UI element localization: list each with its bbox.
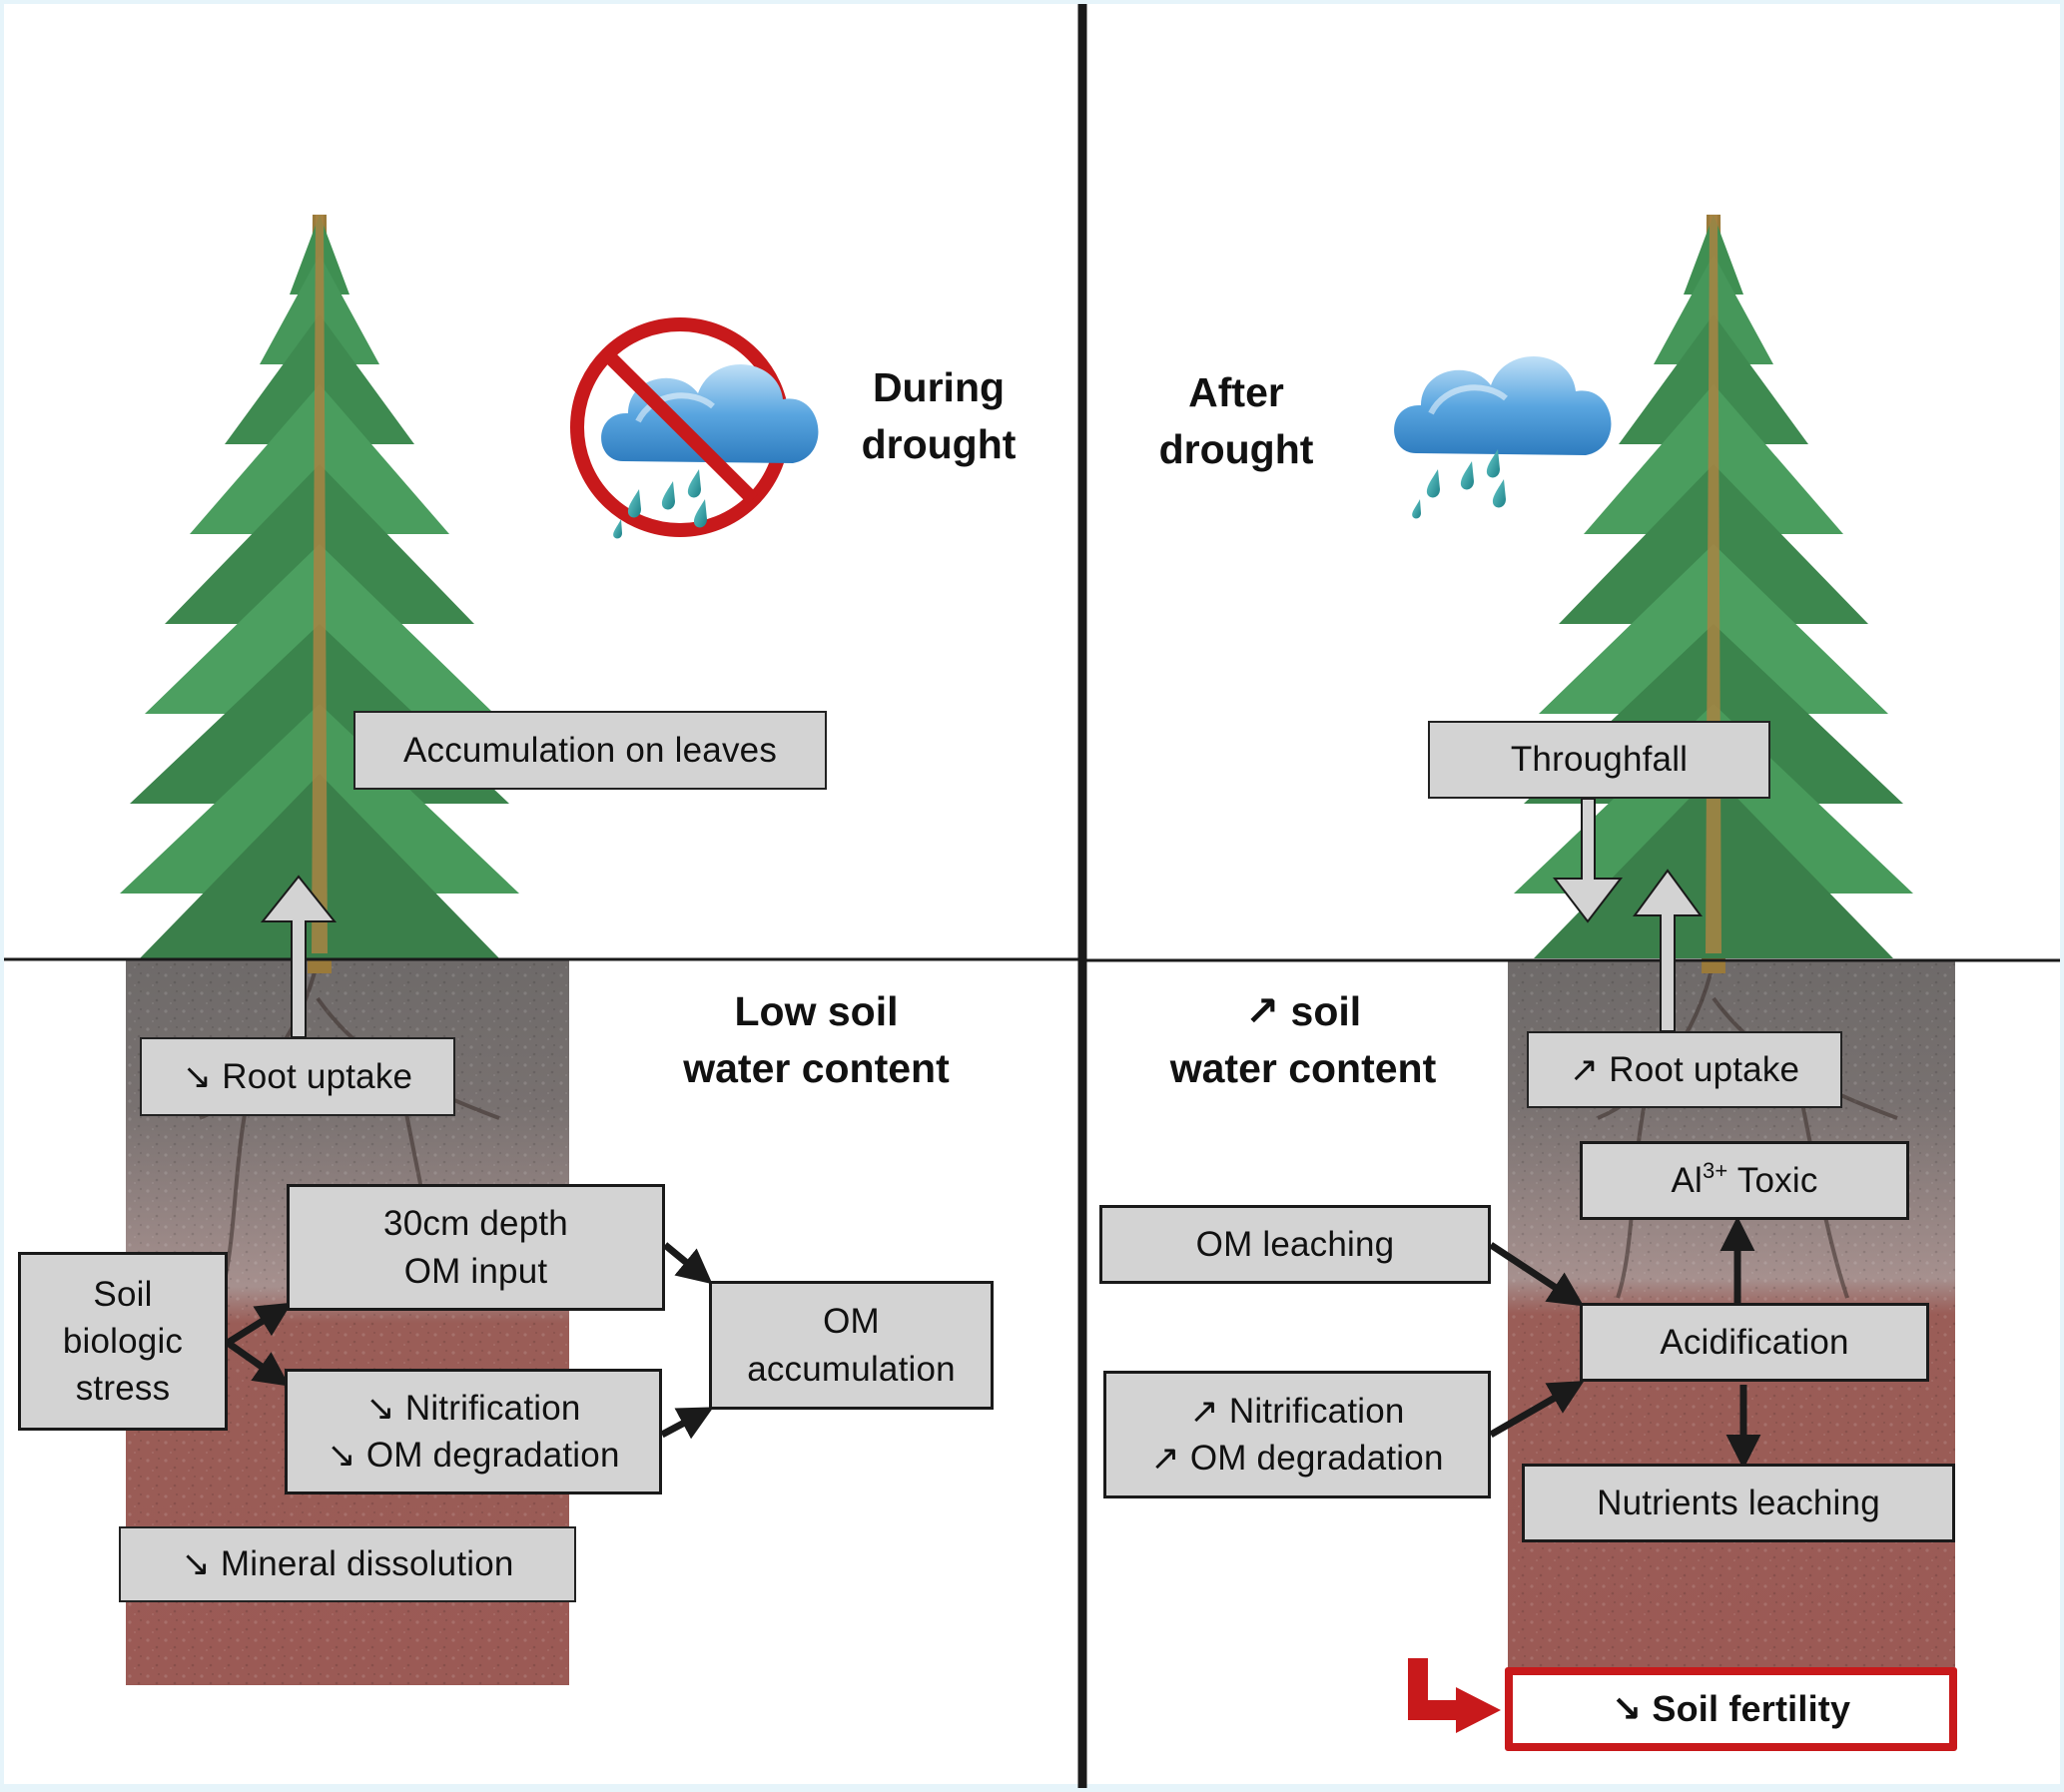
depth-line1: 30cm depth (383, 1204, 568, 1244)
increased-soil-water-title: ↗ soil water content (1138, 983, 1468, 1098)
root-uptake-left-label: ↘ Root uptake (182, 1056, 413, 1096)
acidification-box: Acidification (1580, 1303, 1929, 1382)
arrow-stress-to-depth (226, 1302, 293, 1346)
arrow-om-leaching-to-acidification (1489, 1242, 1585, 1307)
om-input-30cm-box: 30cm depth OM input (287, 1184, 665, 1311)
inc-soil-line1: ↗ soil (1244, 988, 1362, 1034)
stress-line3: stress (75, 1369, 171, 1409)
soil-fertility-box: ↘ Soil fertility (1505, 1667, 1957, 1751)
root-uptake-right-label: ↗ Root uptake (1569, 1049, 1800, 1089)
during-title-line1: During (872, 364, 1006, 410)
stress-line2: biologic (62, 1321, 184, 1361)
red-elbow-arrow (1408, 1658, 1501, 1733)
root-uptake-increase-box: ↗ Root uptake (1527, 1031, 1842, 1108)
low-soil-water-title: Low soil water content (649, 983, 984, 1098)
during-drought-title: During drought (839, 359, 1038, 474)
left-tree-illustration (120, 215, 519, 973)
arrow-nitrification-to-om-accumulation (660, 1407, 714, 1440)
nitrif-left-line1: ↘ Nitrification (365, 1388, 581, 1428)
om-acc-line2: accumulation (747, 1349, 956, 1389)
arrow-depth-to-om-accumulation (662, 1242, 713, 1285)
nitrification-increase-box: ↗ Nitrification ↗ OM degradation (1103, 1371, 1491, 1498)
al-toxic-label: Al3+ Toxic (1671, 1156, 1817, 1204)
throughfall-down-arrow (1552, 798, 1624, 923)
during-title-line2: drought (861, 421, 1017, 468)
nitrif-left-line2: ↘ OM degradation (327, 1436, 620, 1475)
inc-soil-line2: water content (1169, 1045, 1437, 1092)
stress-line1: Soil (93, 1274, 153, 1314)
soil-fertility-label: ↘ Soil fertility (1611, 1687, 1851, 1729)
soil-biologic-stress-box: Soil biologic stress (18, 1252, 228, 1431)
nutrients-leaching-box: Nutrients leaching (1522, 1464, 1955, 1542)
nitrification-decrease-box: ↘ Nitrification ↘ OM degradation (285, 1369, 662, 1494)
al-suffix: Toxic (1727, 1161, 1818, 1201)
om-acc-line1: OM (823, 1302, 880, 1342)
accumulation-on-leaves-box: Accumulation on leaves (353, 711, 827, 790)
mineral-label: ↘ Mineral dissolution (181, 1544, 514, 1584)
no-rain-icon (570, 317, 818, 539)
om-leaching-label: OM leaching (1195, 1224, 1395, 1264)
om-accumulation-box: OM accumulation (709, 1281, 994, 1410)
al-charge-superscript: 3+ (1703, 1158, 1728, 1184)
nutrients-label: Nutrients leaching (1597, 1483, 1880, 1522)
om-leaching-box: OM leaching (1099, 1205, 1491, 1284)
nitrif-right-line1: ↗ Nitrification (1189, 1391, 1405, 1431)
al-toxic-box: Al3+ Toxic (1580, 1141, 1909, 1220)
arrow-nitrification-to-acidification (1489, 1381, 1585, 1439)
al-prefix: Al (1671, 1161, 1703, 1201)
nitrif-right-line2: ↗ OM degradation (1150, 1439, 1444, 1478)
low-soil-line1: Low soil (734, 988, 899, 1034)
after-drought-title: After drought (1136, 364, 1336, 479)
root-uptake-up-arrow-left (260, 875, 338, 1038)
mineral-dissolution-box: ↘ Mineral dissolution (119, 1526, 576, 1602)
after-title-line1: After (1188, 369, 1284, 415)
throughfall-box: Throughfall (1428, 721, 1770, 799)
root-uptake-decrease-box: ↘ Root uptake (140, 1037, 455, 1116)
root-uptake-up-arrow-right (1633, 869, 1703, 1032)
right-tree-illustration (1514, 215, 1913, 973)
depth-line2: OM input (403, 1251, 548, 1291)
accumulation-label: Accumulation on leaves (402, 730, 778, 770)
throughfall-label: Throughfall (1510, 740, 1689, 780)
arrow-stress-to-nitrification (225, 1340, 291, 1387)
rain-cloud-icon (1386, 344, 1611, 519)
low-soil-line2: water content (683, 1045, 950, 1092)
after-title-line2: drought (1158, 426, 1314, 473)
acidification-label: Acidification (1660, 1322, 1849, 1362)
